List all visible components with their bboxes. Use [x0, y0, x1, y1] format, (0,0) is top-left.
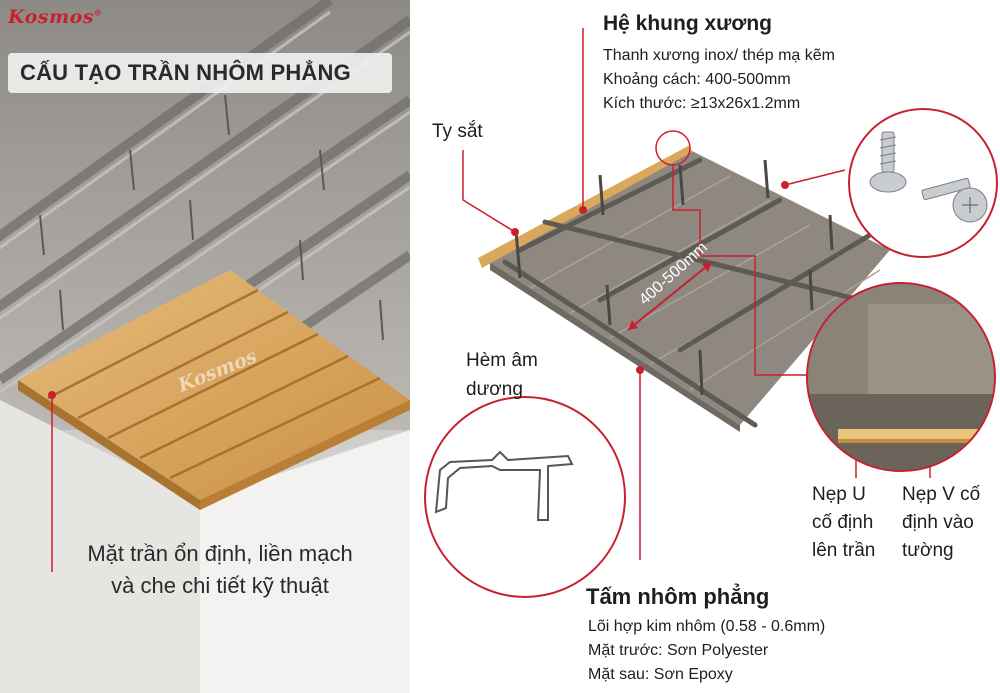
frame-material: Thanh xương inox/ thép mạ kẽm [603, 47, 835, 64]
panel-core: Lõi hợp kim nhôm (0.58 - 0.6mm) [588, 618, 826, 635]
aluminum-sheet [490, 150, 890, 425]
panel-back: Mặt sau: Sơn Epoxy [588, 666, 733, 683]
leader-dot-icon [636, 366, 644, 374]
joint-label-line2: dương [466, 379, 523, 400]
page-title: CẤU TẠO TRẦN NHÔM PHẲNG [20, 60, 351, 85]
gold-edge-trim [478, 145, 692, 268]
left-caption: Mặt trần ổn định, liền mạch và che chi t… [87, 541, 353, 598]
frame-spacing: Khoảng cách: 400-500mm [603, 71, 791, 88]
joint-label-line1: Hèm âm [466, 350, 538, 371]
u-trim-label: Nẹp U cố định lên trần [812, 484, 876, 561]
screw-detail-circle [848, 108, 998, 258]
frame-title: Hệ khung xương [603, 12, 772, 35]
frame-size: Kích thước: ≥13x26x1.2mm [603, 95, 801, 112]
joint-detail-circle [424, 396, 626, 598]
panel-front: Mặt trước: Sơn Polyester [588, 642, 769, 659]
brand-logo: Kosmos® [8, 6, 103, 28]
tongue-groove-profile [434, 450, 574, 521]
leader-dot-icon [781, 181, 789, 189]
leader-dot-icon [511, 228, 519, 236]
leader-dot-icon [48, 391, 56, 399]
ceiling-photo-panel: Kosmos® CẤU TẠO TRẦN NHÔM PHẲNG Kosmos M… [0, 0, 410, 693]
trim-detail-circle [806, 282, 996, 472]
v-trim-label: Nẹp V cố định vào tường [902, 484, 981, 561]
title-box: CẤU TẠO TRẦN NHÔM PHẲNG [8, 53, 392, 93]
leader-dot-icon [579, 206, 587, 214]
rod-label: Ty sắt [432, 121, 483, 142]
panel-title: Tấm nhôm phẳng [586, 584, 770, 609]
screw-icon [869, 131, 988, 223]
